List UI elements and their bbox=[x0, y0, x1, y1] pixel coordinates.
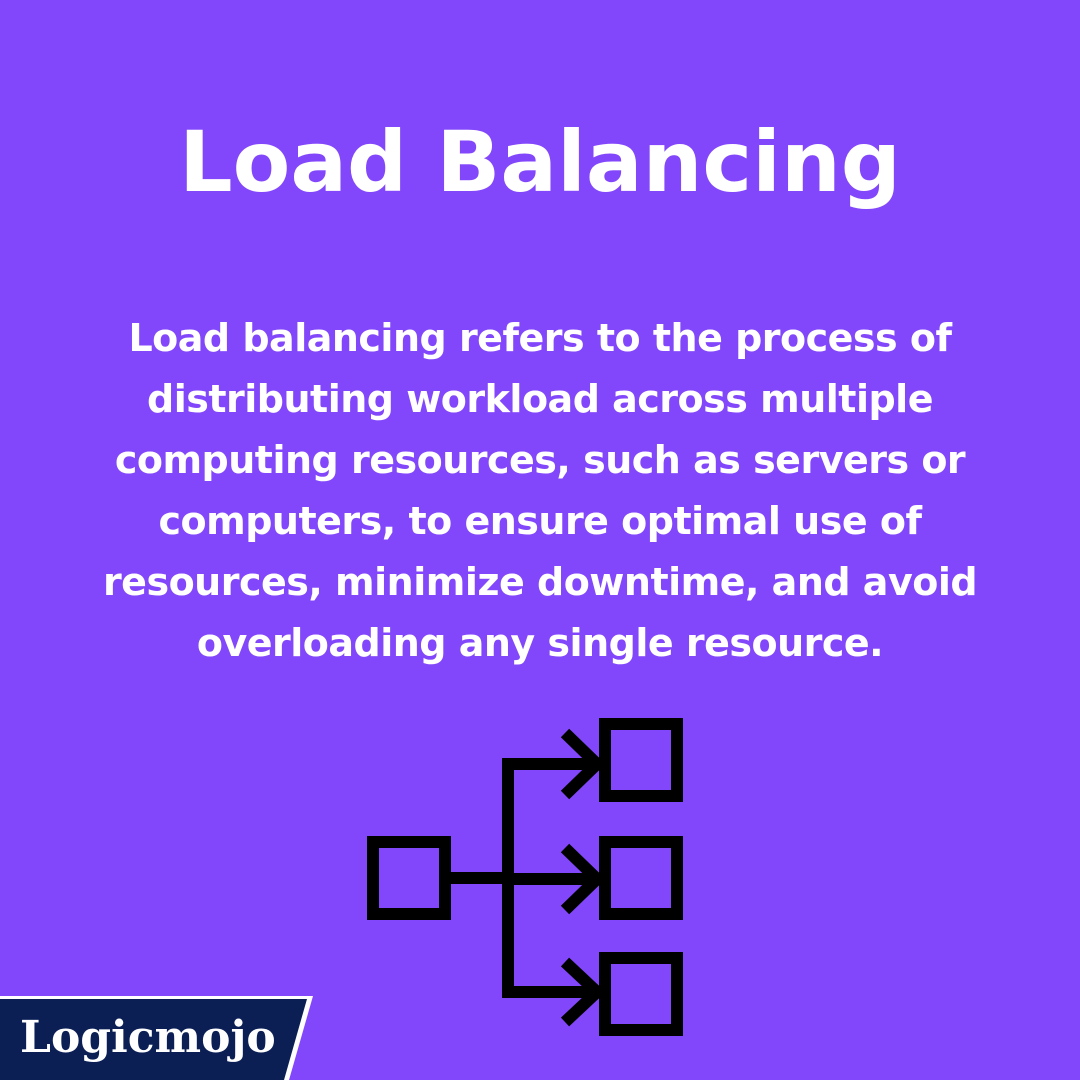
arrow-head-bottom bbox=[560, 957, 606, 1027]
brand-banner-fill bbox=[0, 999, 307, 1080]
arrow-head-top bbox=[560, 728, 606, 800]
target-node-top bbox=[599, 718, 683, 802]
page-title: Load Balancing bbox=[179, 113, 901, 211]
brand-logo-text: Logicmojo bbox=[20, 1012, 276, 1063]
brand-banner bbox=[0, 996, 313, 1080]
target-node-bottom bbox=[599, 952, 683, 1036]
arrow-head-middle bbox=[560, 843, 606, 915]
source-node bbox=[367, 836, 451, 920]
target-node-middle bbox=[599, 836, 683, 920]
description-text: Load balancing refers to the process of … bbox=[102, 316, 978, 665]
